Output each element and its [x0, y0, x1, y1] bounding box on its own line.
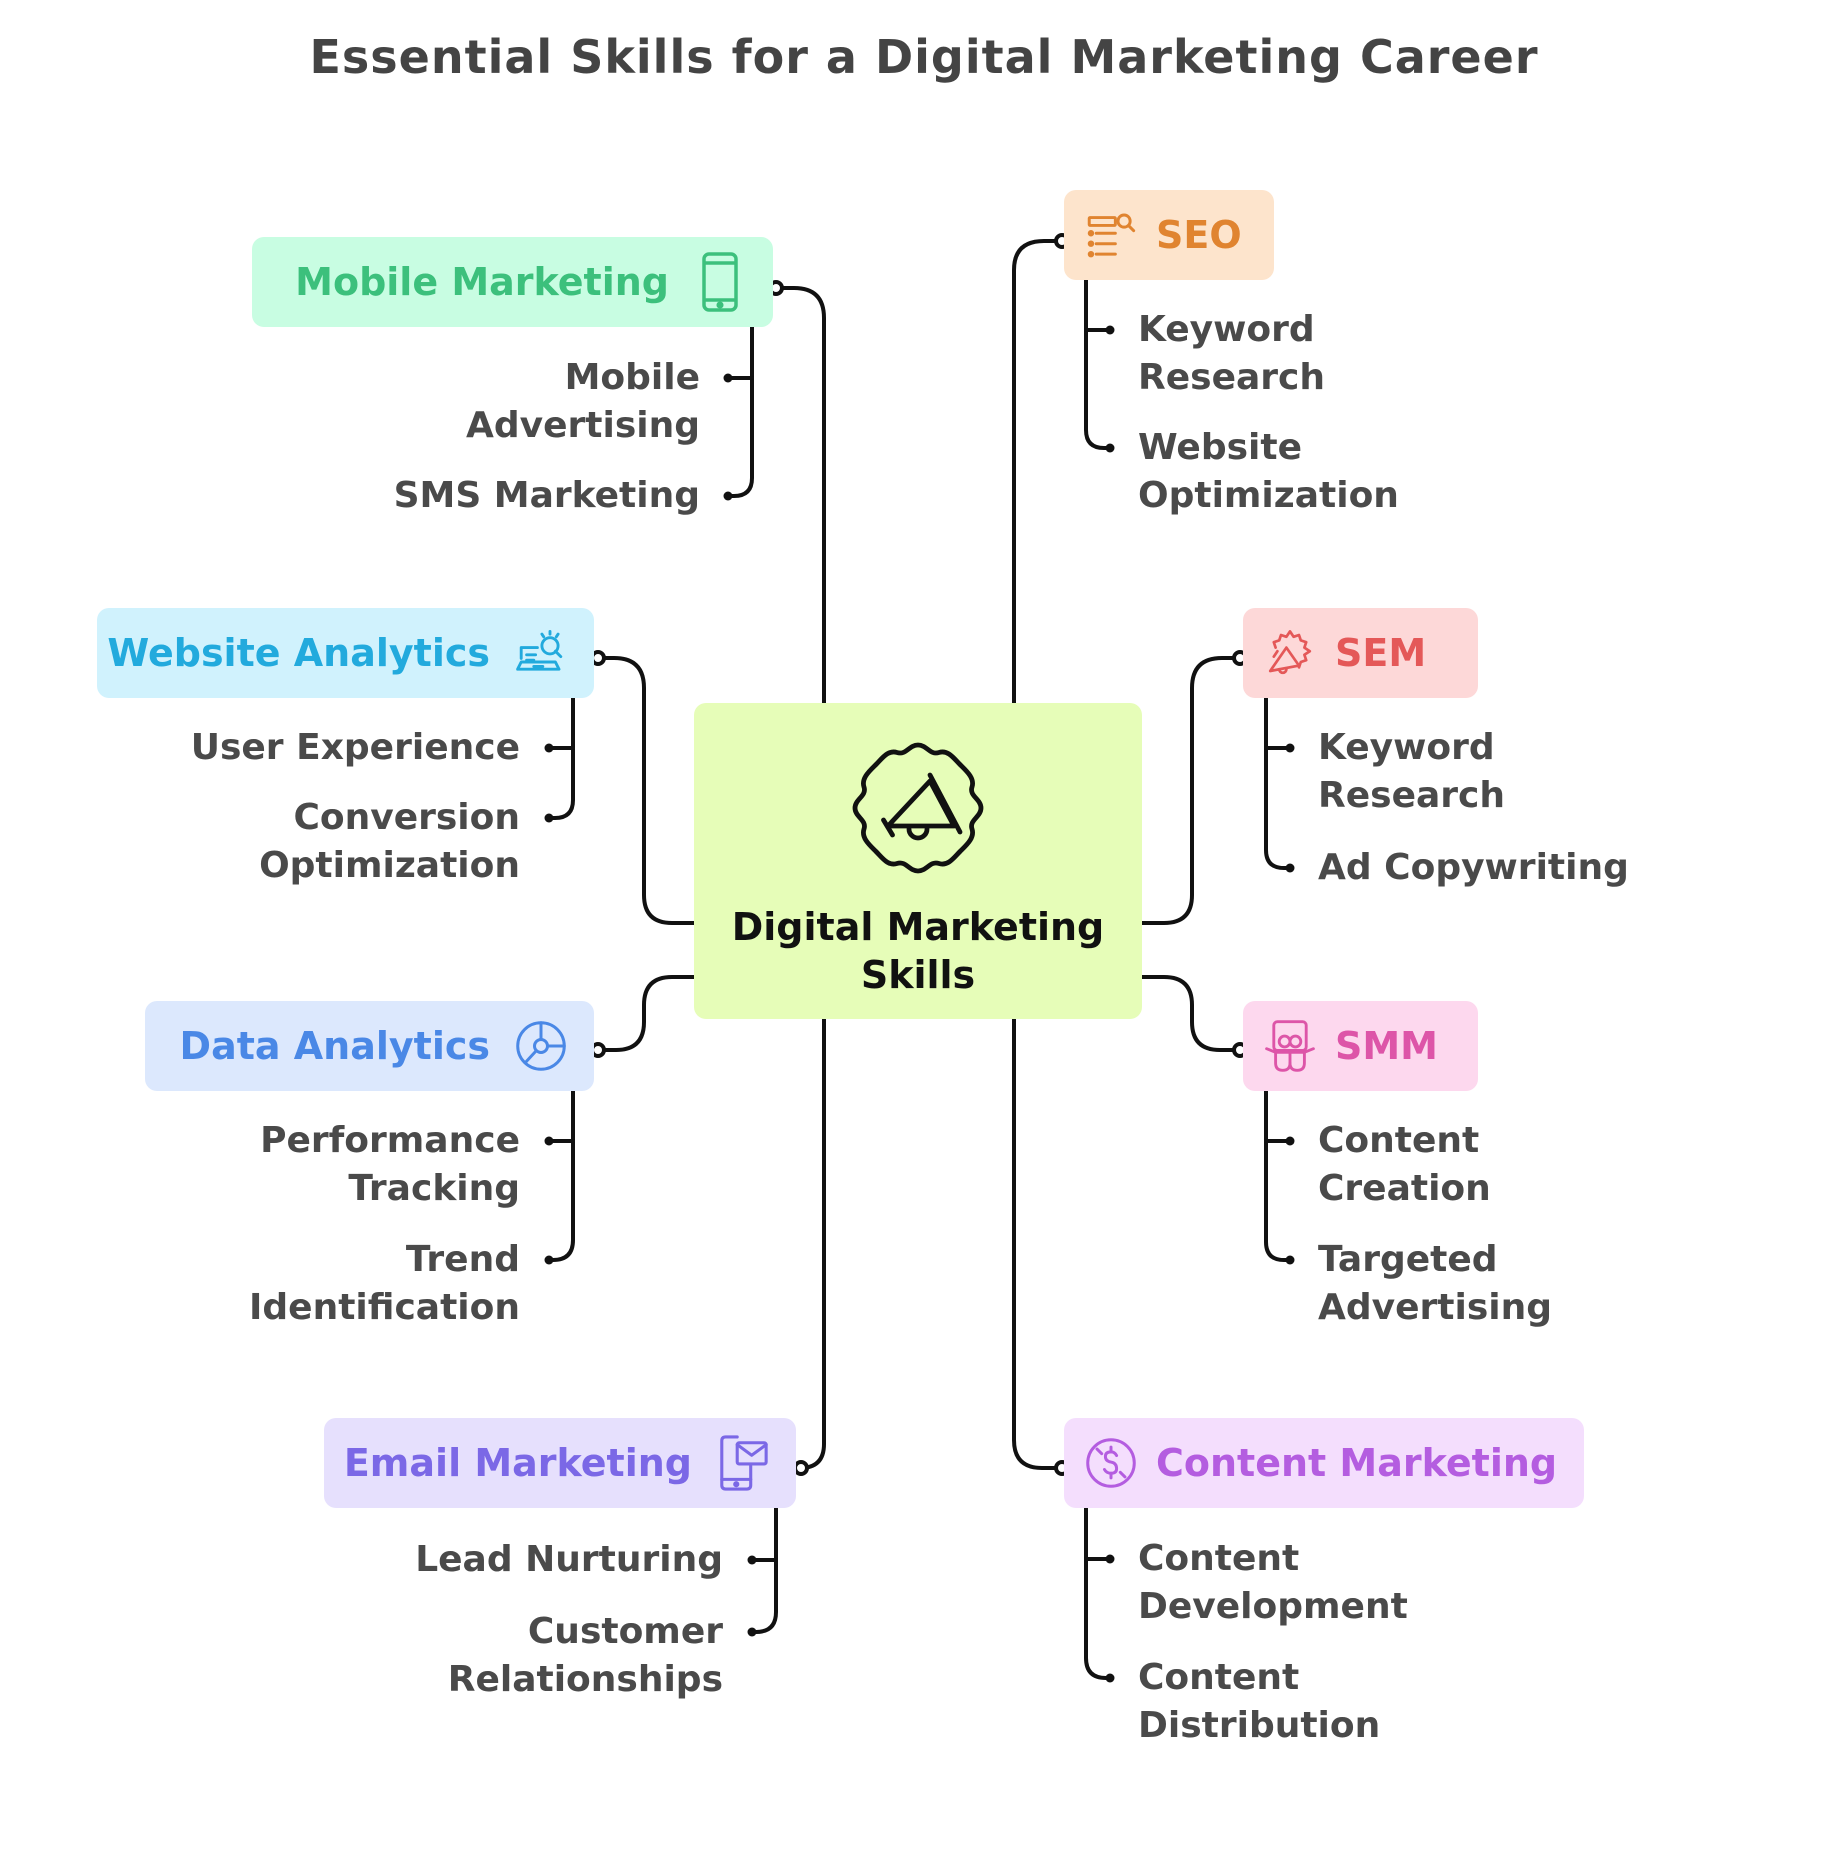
branch-data-analytics[interactable]: Data Analytics: [145, 1001, 594, 1091]
leaf-trend-identification: Trend Identification: [249, 1239, 520, 1328]
leaf-website-optimization: Website Optimization: [1138, 427, 1399, 516]
list-search-icon: [1084, 208, 1138, 262]
pie-chart-icon: [514, 1019, 568, 1073]
diagram-title: Essential Skills for a Digital Marketing…: [309, 30, 1539, 84]
center-label: Digital Marketing Skills: [731, 905, 1105, 997]
leaf-sms-marketing: SMS Marketing: [393, 475, 700, 516]
branch-website-analytics[interactable]: Website Analytics: [97, 608, 594, 698]
center-node: Digital Marketing Skills: [694, 703, 1142, 1019]
branch-label: Email Marketing: [343, 1441, 692, 1485]
branch-seo[interactable]: SEO: [1064, 190, 1274, 280]
social-mascot-icon: [1263, 1019, 1317, 1073]
megaphone-gear-icon: [852, 742, 984, 874]
branch-smm[interactable]: SMM: [1243, 1001, 1478, 1091]
dollar-circle-icon: [1084, 1436, 1138, 1490]
leaf-content-distribution: Content Distribution: [1138, 1657, 1381, 1746]
mobile-email-icon: [716, 1435, 770, 1491]
leaf-ad-copywriting: Ad Copywriting: [1318, 847, 1629, 888]
branch-label: SEO: [1156, 213, 1242, 257]
smartphone-icon: [693, 252, 747, 312]
branch-label: Data Analytics: [179, 1024, 490, 1068]
leaf-customer-relationships: Customer Relationships: [447, 1611, 723, 1700]
leaf-conversion-optimization: Conversion Optimization: [259, 797, 520, 886]
branch-label: Website Analytics: [107, 631, 490, 675]
leaf-seo-keyword-research: Keyword Research: [1138, 309, 1325, 398]
branch-content-marketing[interactable]: Content Marketing: [1064, 1418, 1584, 1508]
branch-mobile-marketing[interactable]: Mobile Marketing: [252, 237, 773, 327]
leaf-content-development: Content Development: [1138, 1538, 1408, 1627]
leaf-targeted-advertising: Targeted Advertising: [1318, 1239, 1552, 1328]
branch-label: Content Marketing: [1156, 1441, 1558, 1485]
branch-email-marketing[interactable]: Email Marketing: [324, 1418, 796, 1508]
leaf-content-creation: Content Creation: [1318, 1120, 1491, 1209]
branch-label: SMM: [1335, 1024, 1438, 1068]
leaf-performance-tracking: Performance Tracking: [260, 1120, 520, 1209]
leaf-lead-nurturing: Lead Nurturing: [415, 1539, 723, 1580]
laptop-search-icon: [514, 626, 568, 680]
branch-label: SEM: [1335, 631, 1427, 675]
branch-label: Mobile Marketing: [295, 260, 669, 304]
leaf-sem-keyword-research: Keyword Research: [1318, 727, 1505, 816]
leaf-mobile-advertising: Mobile Advertising: [466, 357, 700, 446]
branch-sem[interactable]: SEM: [1243, 608, 1478, 698]
leaf-user-experience: User Experience: [190, 727, 520, 768]
megaphone-badge-icon: [1263, 626, 1317, 680]
